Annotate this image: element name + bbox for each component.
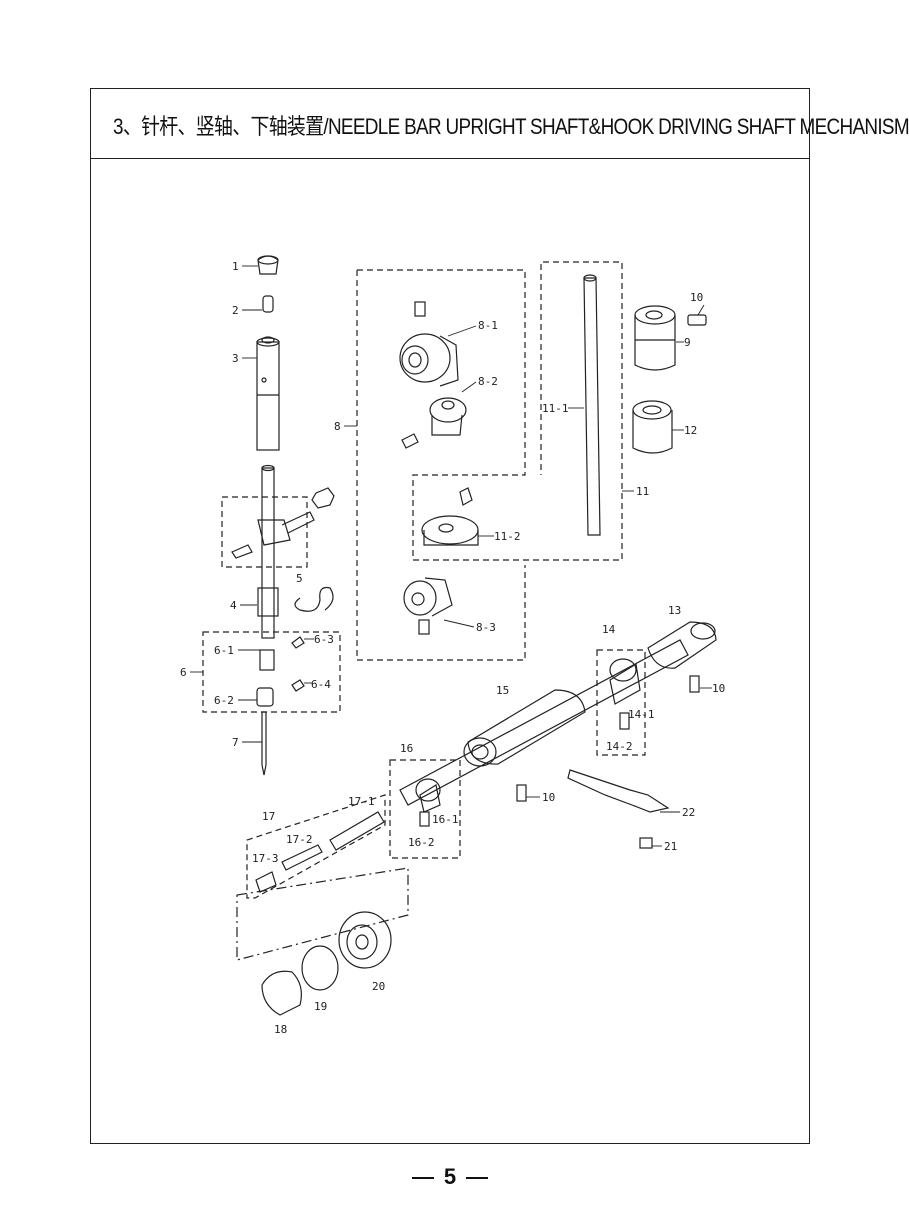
group-box-needle-clamp <box>221 496 308 568</box>
callout-labels: 1 2 3 4 5 6 6-1 6-2 6-3 6-4 7 8 8-1 8-2 … <box>180 260 725 1036</box>
dash-left <box>411 1177 434 1180</box>
callout-3: 3 <box>232 352 239 365</box>
page-title: 3、针杆、竖轴、下轴装置/NEEDLE BAR UPRIGHT SHAFT&HO… <box>113 114 909 139</box>
callout-14-1: 14-1 <box>628 708 655 721</box>
callout-9: 9 <box>684 336 691 349</box>
callout-16-2: 16-2 <box>408 836 435 849</box>
hook-driving-shaft <box>399 621 717 849</box>
title-bar: 3、针杆、竖轴、下轴装置/NEEDLE BAR UPRIGHT SHAFT&HO… <box>91 89 909 159</box>
gear-assembly <box>399 301 479 635</box>
callout-10-right: 10 <box>712 682 725 695</box>
callout-17-2: 17-2 <box>286 833 313 846</box>
rotary-hook-parts <box>261 911 392 1016</box>
callout-18: 18 <box>274 1023 287 1036</box>
callout-8-1: 8-1 <box>478 319 498 332</box>
callout-19: 19 <box>314 1000 327 1013</box>
callout-11: 11 <box>636 485 649 498</box>
dash-right <box>466 1177 489 1180</box>
callout-20: 20 <box>372 980 385 993</box>
callout-8-3: 8-3 <box>476 621 496 634</box>
callout-8: 8 <box>334 420 341 433</box>
group-boxes <box>202 261 646 961</box>
group-box-14 <box>596 649 646 756</box>
callout-6-3: 6-3 <box>314 633 334 646</box>
callout-17-3: 17-3 <box>252 852 279 865</box>
page-number: 5 <box>0 1164 900 1190</box>
callout-1: 1 <box>232 260 239 273</box>
callout-16-1: 16-1 <box>432 813 459 826</box>
callout-6: 6 <box>180 666 187 679</box>
shaft-parts-17 <box>255 811 385 893</box>
callout-8-2: 8-2 <box>478 375 498 388</box>
callout-10-center: 10 <box>542 791 555 804</box>
callout-15: 15 <box>496 684 509 697</box>
callout-12: 12 <box>684 424 697 437</box>
callout-13: 13 <box>668 604 681 617</box>
callout-14: 14 <box>602 623 616 636</box>
callout-16: 16 <box>400 742 413 755</box>
callout-7: 7 <box>232 736 239 749</box>
group-box-16 <box>389 759 461 859</box>
callout-21: 21 <box>664 840 677 853</box>
bushings <box>632 305 707 454</box>
callout-5: 5 <box>296 572 303 585</box>
callout-11-1: 11-1 <box>542 402 569 415</box>
callout-10-top: 10 <box>690 291 703 304</box>
callout-6-1: 6-1 <box>214 644 234 657</box>
diagram-frame: 3、针杆、竖轴、下轴装置/NEEDLE BAR UPRIGHT SHAFT&HO… <box>90 88 909 1144</box>
upright-shaft <box>583 274 601 536</box>
callout-4: 4 <box>230 599 237 612</box>
callout-2: 2 <box>232 304 239 317</box>
group-box-8 <box>357 261 623 561</box>
callout-17-1: 17-1 <box>348 795 375 808</box>
callout-22: 22 <box>682 806 695 819</box>
page-number-text: 5 <box>443 1164 457 1189</box>
callout-11-2: 11-2 <box>494 530 521 543</box>
group-box-hook <box>236 867 409 961</box>
callout-17: 17 <box>262 810 275 823</box>
leader-lines <box>190 265 712 847</box>
group-box-17 <box>246 794 386 899</box>
needle-bar-assembly <box>231 255 335 776</box>
callout-14-2: 14-2 <box>606 740 633 753</box>
callout-6-4: 6-4 <box>311 678 331 691</box>
callout-6-2: 6-2 <box>214 694 234 707</box>
